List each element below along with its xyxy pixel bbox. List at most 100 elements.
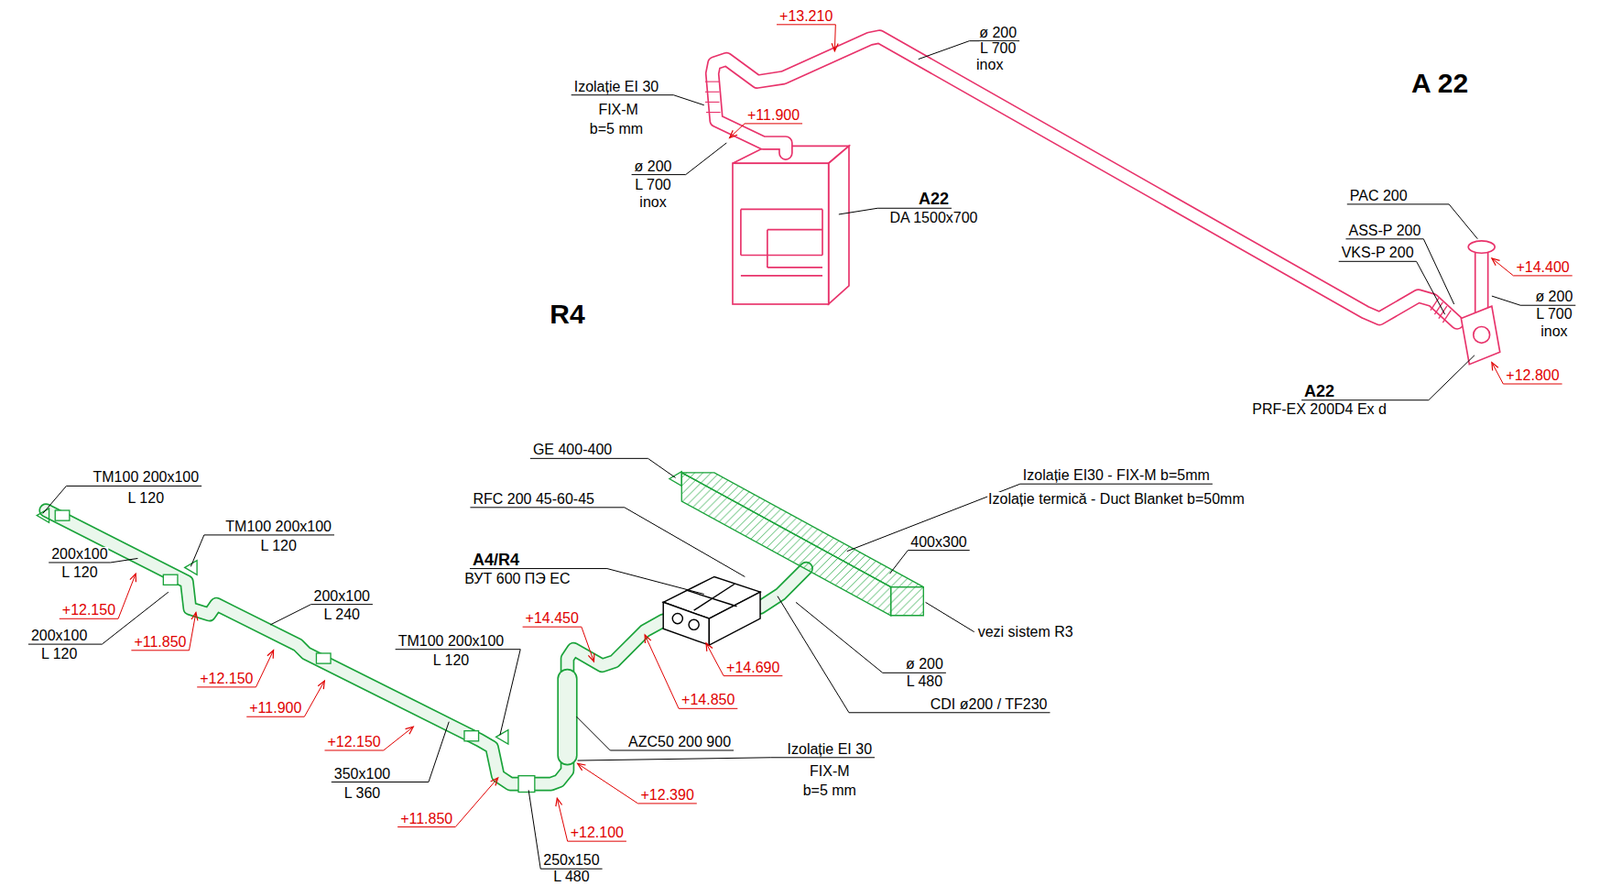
elevation-mark: +14.450 [524, 610, 580, 626]
leader-line [1491, 362, 1503, 384]
underline [848, 711, 1051, 713]
part-label: ASS-P 200 [1347, 223, 1422, 239]
underline [1347, 203, 1449, 205]
elevation-mark: +13.210 [778, 9, 834, 24]
flex-ring [1438, 305, 1448, 318]
fume-hood [732, 145, 849, 305]
leader-line [190, 534, 204, 566]
underline [882, 672, 947, 674]
underline [48, 561, 110, 563]
fan-inlet [1473, 326, 1491, 343]
leader-line [795, 601, 883, 673]
leader-arrow [706, 642, 713, 652]
leader-line [838, 207, 878, 215]
leader-line [304, 680, 325, 717]
leader-arrow [317, 680, 325, 689]
underline [1338, 261, 1417, 262]
system-title: R4 [548, 300, 586, 328]
grille-triangle [36, 508, 49, 523]
part-label: L 120 [259, 538, 297, 554]
duct-inner [45, 510, 664, 784]
underline [28, 643, 103, 645]
underline [324, 749, 383, 751]
hood-base [740, 274, 823, 277]
leader-line [500, 649, 521, 736]
exchanger [685, 589, 738, 607]
part-label: L 480 [905, 674, 944, 689]
leader-line [607, 568, 705, 595]
leader-arrow [577, 762, 587, 770]
leader-arrow [405, 726, 414, 734]
leader-line [556, 797, 567, 841]
underline [530, 457, 649, 459]
part-label: FIX-M [597, 102, 640, 118]
part-label: 200x100 [313, 588, 371, 604]
underline [204, 533, 335, 535]
duct-outline [45, 510, 664, 784]
leader-line [383, 726, 414, 751]
grille [163, 574, 178, 585]
duct-joint [518, 775, 535, 793]
duct-top [681, 472, 924, 588]
silencer-inner [558, 678, 577, 756]
underline [571, 94, 675, 96]
leader-line [644, 634, 679, 708]
hood-opening [821, 208, 824, 255]
leader-line [647, 457, 675, 478]
underline [196, 685, 256, 687]
leader-line [918, 41, 970, 60]
part-label: inox [975, 57, 1004, 73]
underline [246, 716, 305, 718]
underline [744, 122, 803, 124]
part-label: VKS-P 200 [1340, 245, 1415, 261]
part-label: L 120 [127, 490, 165, 506]
part-label: Izolație termică - Duct Blanket b=50mm [987, 491, 1246, 507]
leader-line [118, 573, 136, 619]
part-label: ø 200 [978, 25, 1018, 41]
part-label: AZC50 200 900 [627, 734, 732, 750]
part-label: ø 200 [904, 656, 945, 672]
elevation-mark: +12.150 [198, 671, 254, 686]
part-label: CDI ø200 / TF230 [929, 696, 1049, 712]
part-label: 200x100 [50, 546, 109, 562]
part-label: ВУТ 600 ПЭ ЕС [463, 571, 571, 587]
leader-arrow [490, 777, 499, 786]
underline [678, 707, 738, 709]
fan-body [1460, 305, 1500, 365]
underline [331, 781, 429, 783]
leader-line [673, 95, 704, 106]
leader-line [1448, 204, 1478, 240]
leader-arrow [555, 797, 563, 806]
underline [567, 840, 627, 842]
leader-line [255, 650, 273, 687]
flex-connector [1430, 297, 1451, 323]
grille [315, 653, 331, 664]
part-label: ø 200 [633, 159, 674, 175]
elevation-mark: +11.850 [399, 811, 454, 827]
leader-line [43, 485, 67, 513]
hood-sash [766, 229, 769, 268]
silencer-outline [556, 678, 577, 756]
pipe-inner [712, 36, 1458, 323]
grille [54, 510, 70, 521]
hood-opening [740, 208, 823, 211]
pipe-outline [712, 36, 1458, 323]
part-label: L 120 [60, 565, 98, 580]
part-label: FIX-M [808, 763, 851, 779]
leader-line [1416, 261, 1446, 315]
duct-outline [760, 568, 806, 608]
part-label: PRF-EX 200D4 Ex d [1251, 402, 1388, 417]
leader-arrow [644, 634, 652, 643]
leader-arrow [130, 573, 137, 582]
elevation-mark: +14.850 [680, 692, 736, 708]
part-label: vezi sistem R3 [977, 624, 1075, 640]
leader-line [576, 716, 610, 751]
elevation-mark: +12.100 [569, 825, 625, 840]
leader-line [110, 557, 139, 563]
part-label: Izolație EI 30 [573, 79, 661, 95]
part-label: GE 400-400 [532, 442, 613, 458]
underline [770, 756, 875, 758]
leader-line [1491, 258, 1514, 276]
part-label: L 700 [633, 177, 672, 193]
elevation-mark: +12.150 [61, 602, 117, 618]
